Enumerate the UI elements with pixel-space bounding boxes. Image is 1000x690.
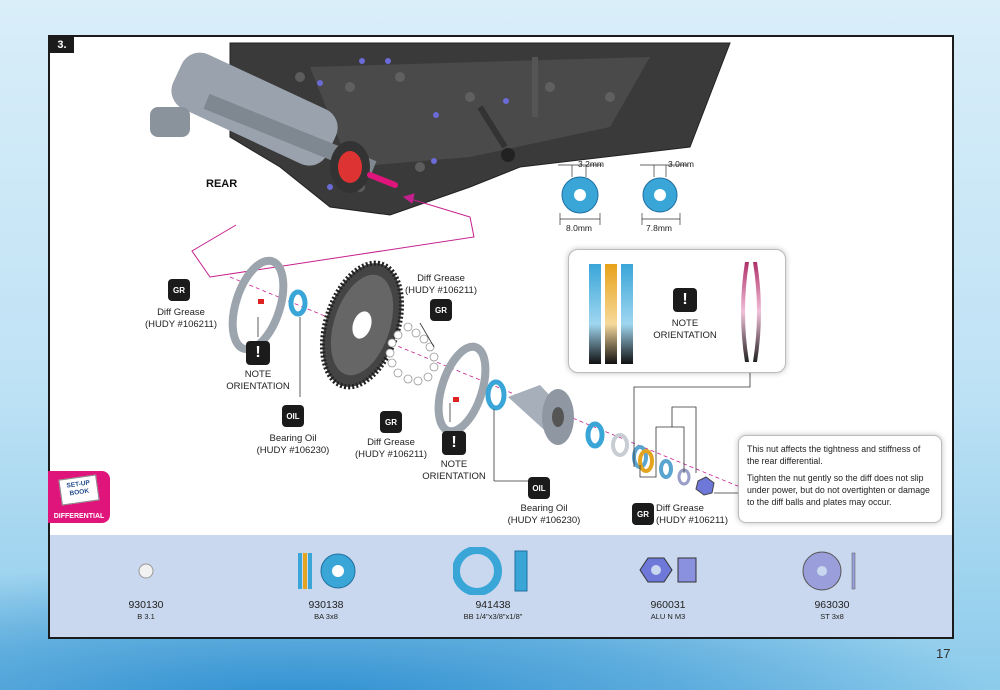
chassis-illustration xyxy=(150,42,731,216)
washer-icon xyxy=(802,551,856,591)
warning-icon: ! xyxy=(673,288,697,312)
grease-icon: GR xyxy=(168,279,190,301)
part-item: 960031 ALU N M3 xyxy=(608,547,728,621)
part-desc: B 3.1 xyxy=(137,612,155,621)
orientation-note-label: NOTE ORIENTATION xyxy=(653,318,717,341)
orientation-bearing-profiles xyxy=(589,262,761,364)
part-code: 930138 xyxy=(308,599,344,611)
dim-a-top: 3.2mm xyxy=(578,159,604,169)
note-orientation-mid: NOTE ORIENTATION xyxy=(422,459,486,482)
part-desc: BA 3x8 xyxy=(314,612,338,621)
part-desc: ALU N M3 xyxy=(650,612,686,621)
part-item: 930130 B 3.1 xyxy=(86,547,206,621)
nut-tightness-info: This nut affects the tightness and stiff… xyxy=(738,435,942,523)
warning-icon: ! xyxy=(246,341,270,365)
bearing-right xyxy=(585,421,605,449)
step-number: 3. xyxy=(50,37,74,53)
assembly-arrow xyxy=(191,193,475,278)
part-desc: ST 3x8 xyxy=(820,612,844,621)
grease-label-mid: Diff Grease (HUDY #106211) xyxy=(355,437,427,460)
grease-icon: GR xyxy=(380,411,402,433)
part-code: 960031 xyxy=(650,599,686,611)
instruction-panel: 3. RE xyxy=(48,35,954,639)
thrust-washer xyxy=(611,433,629,457)
grease-icon: GR xyxy=(632,503,654,525)
part-code: 941438 xyxy=(475,599,511,611)
exploded-diagram: REAR xyxy=(150,42,751,496)
oil-label-mid: Bearing Oil (HUDY #106230) xyxy=(507,503,581,526)
bearing-mid xyxy=(485,379,507,411)
dimension-washer-b xyxy=(640,164,688,225)
oil-label-left: Bearing Oil (HUDY #106230) xyxy=(256,433,330,456)
diff-hub xyxy=(508,385,574,445)
setup-tag-caption: DIFFERENTIAL xyxy=(53,513,105,520)
grease-label-right: Diff Grease (HUDY #106211) xyxy=(656,503,728,526)
diff-balls xyxy=(385,322,439,386)
diff-plate-right xyxy=(434,342,490,436)
dimension-washer-a xyxy=(558,164,602,225)
ball-bearing-icon xyxy=(453,547,528,595)
thrust-bearing-b xyxy=(659,459,673,479)
orientation-detail-box: ! NOTE ORIENTATION xyxy=(568,249,786,373)
info-line-1: This nut affects the tightness and stiff… xyxy=(747,444,921,466)
parts-list: 930130 B 3.1 930138 BA 3x8 xyxy=(50,535,952,637)
spur-gear xyxy=(319,260,405,390)
part-code: 963030 xyxy=(814,599,850,611)
oil-icon: OIL xyxy=(528,477,550,499)
thrust-bearing-balls xyxy=(638,449,654,473)
thrust-bearing-icon xyxy=(298,553,356,589)
page-number: 17 xyxy=(936,646,951,661)
locknut xyxy=(695,476,715,496)
dim-b-top: 3.0mm xyxy=(668,159,694,169)
info-line-2: Tighten the nut gently so the diff does … xyxy=(747,473,930,507)
setup-book-icon: SET-UP BOOK xyxy=(58,474,100,506)
part-desc: BB 1/4"x3/8"x1/8" xyxy=(463,612,523,621)
bearing-small-left xyxy=(288,289,308,317)
ball-icon xyxy=(138,563,154,579)
setup-book-tag[interactable]: SET-UP BOOK DIFFERENTIAL xyxy=(48,471,110,523)
part-item: 930138 BA 3x8 xyxy=(266,547,386,621)
part-code: 930130 xyxy=(128,599,164,611)
grease-label-top: Diff Grease (HUDY #106211) xyxy=(405,273,477,296)
oil-icon: OIL xyxy=(282,405,304,427)
part-item: 941438 BB 1/4"x3/8"x1/8" xyxy=(428,547,558,621)
dim-a-bottom: 8.0mm xyxy=(566,223,592,233)
note-orientation-left: NOTE ORIENTATION xyxy=(226,369,290,392)
grease-icon: GR xyxy=(430,299,452,321)
dim-b-bottom: 7.8mm xyxy=(646,223,672,233)
nut-icon xyxy=(639,557,697,583)
diff-plate-left xyxy=(228,256,288,354)
grease-label-left: Diff Grease (HUDY #106211) xyxy=(145,307,217,330)
warning-icon: ! xyxy=(442,431,466,455)
part-item: 963030 ST 3x8 xyxy=(772,547,892,621)
rear-label: REAR xyxy=(206,178,237,190)
